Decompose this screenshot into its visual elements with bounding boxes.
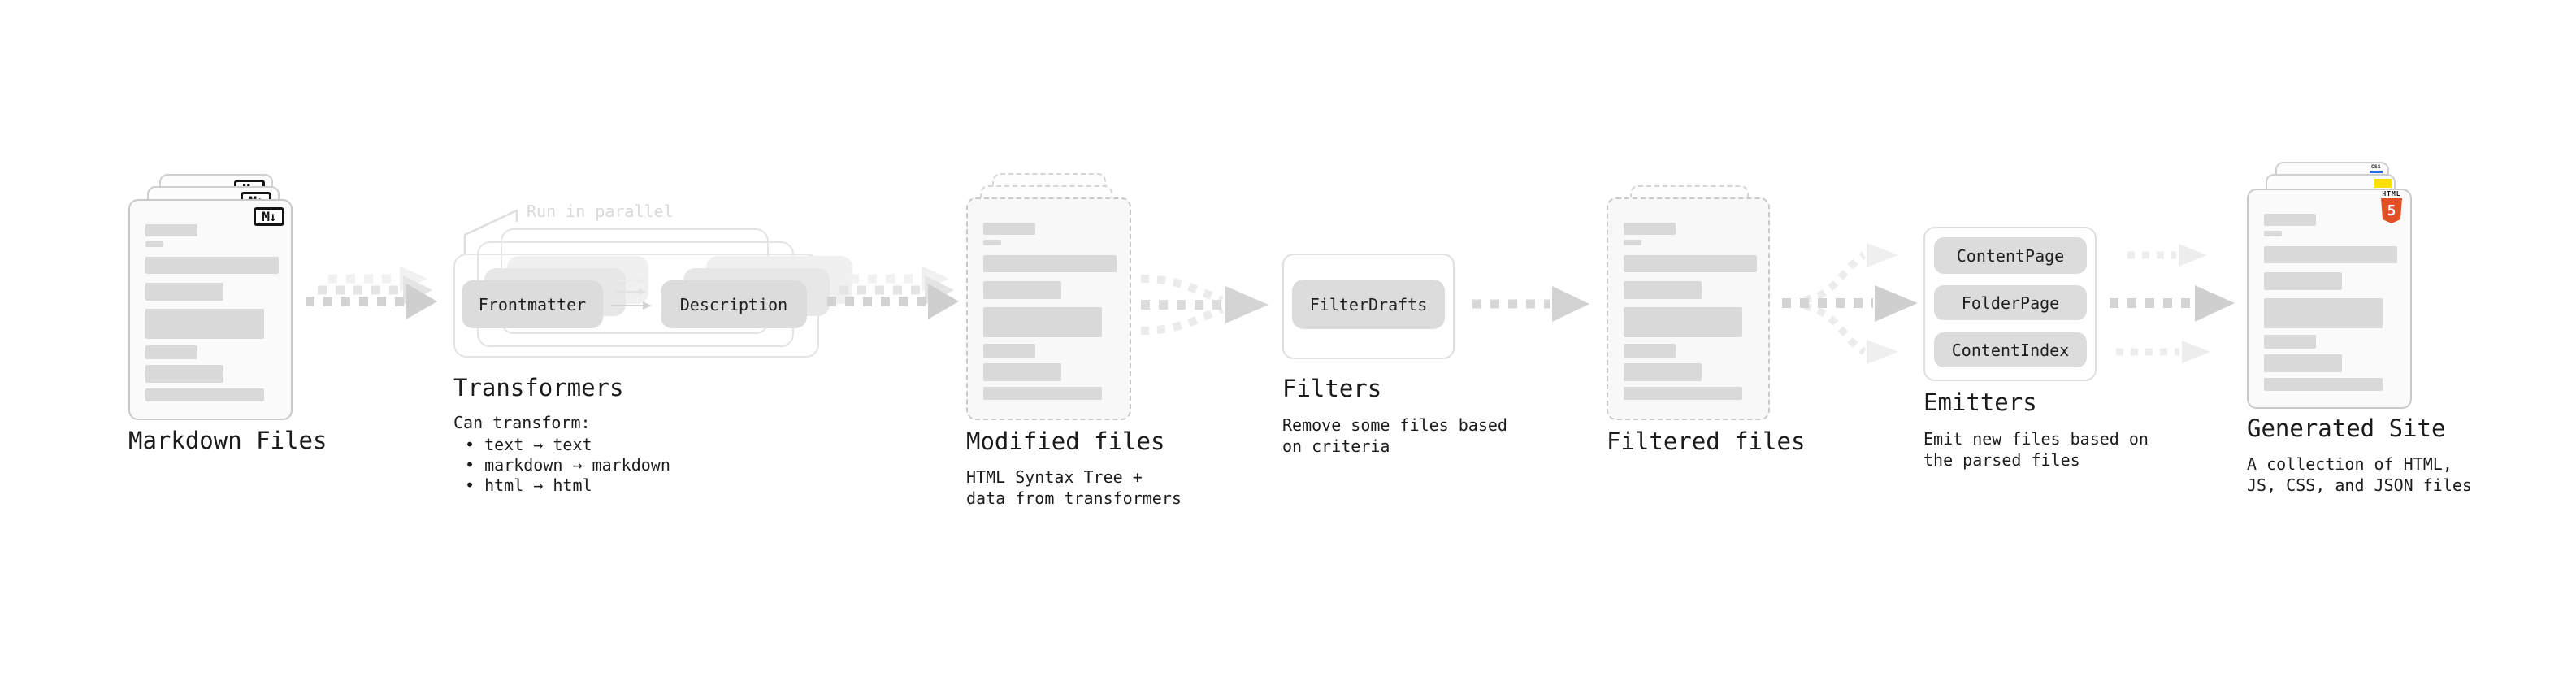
skeleton-bar — [983, 281, 1061, 299]
folderpage-pill: FolderPage — [1934, 285, 2087, 320]
skeleton-bar — [145, 283, 223, 301]
skeleton-bar — [145, 224, 197, 236]
generated-site-caption: A collection of HTML,JS, CSS, and JSON f… — [2247, 454, 2472, 495]
contentindex-pill: ContentIndex — [1934, 332, 2087, 367]
transformers-bullets: • text → text• markdown → markdown• html… — [465, 435, 670, 495]
skeleton-bar — [145, 241, 163, 247]
stage-title-transformers: Transformers — [453, 374, 624, 401]
skeleton-bar — [145, 257, 279, 274]
stage-title-modified-files: Modified files — [966, 427, 1165, 455]
document-skeleton — [2264, 214, 2397, 391]
modified-files-caption: HTML Syntax Tree +data from transformers — [966, 467, 1182, 508]
skeleton-bar — [2264, 378, 2383, 391]
skeleton-bar — [2264, 214, 2316, 226]
document-skeleton — [145, 224, 279, 401]
html5-file-icon: HTML 5 — [2379, 191, 2404, 223]
skeleton-bar — [1624, 255, 1757, 272]
skeleton-bar — [1624, 387, 1742, 400]
skeleton-bar — [983, 307, 1102, 337]
skeleton-bar — [983, 255, 1117, 272]
flow-arrow-transformers-to-modified — [827, 266, 959, 319]
pill-transform-arrows — [611, 277, 652, 310]
filtered-doc-front — [1607, 197, 1770, 420]
stage-title-filters: Filters — [1282, 375, 1382, 402]
skeleton-bar — [1624, 344, 1676, 358]
run-in-parallel-annotation: Run in parallel — [527, 202, 674, 221]
stage-title-generated-site: Generated Site — [2247, 414, 2446, 442]
stage-title-filtered-files: Filtered files — [1607, 427, 1806, 455]
description-pill: Description — [661, 280, 807, 328]
flow-arrow-markdown-to-transformers — [306, 266, 437, 319]
skeleton-bar — [2264, 354, 2342, 372]
css-file-icon: CSS — [2370, 165, 2383, 173]
skeleton-bar — [1624, 223, 1676, 235]
skeleton-bar — [983, 387, 1102, 400]
skeleton-bar — [145, 388, 264, 401]
skeleton-bar — [2264, 298, 2383, 328]
stage-title-markdown-files: Markdown Files — [128, 427, 327, 454]
skeleton-bar — [983, 363, 1061, 381]
skeleton-bar — [145, 309, 264, 339]
skeleton-bar — [2264, 231, 2282, 236]
skeleton-bar — [983, 223, 1035, 235]
markdown-icon: M↓ — [254, 207, 284, 226]
skeleton-bar — [1624, 363, 1702, 381]
modified-doc-front — [966, 197, 1131, 420]
site-doc-front — [2247, 189, 2412, 409]
skeleton-bar — [145, 345, 197, 359]
skeleton-bar — [1624, 240, 1641, 245]
contentpage-pill: ContentPage — [1934, 237, 2087, 274]
flow-arrow-emitters-to-site — [2110, 244, 2235, 363]
skeleton-bar — [145, 365, 223, 383]
skeleton-bar — [2264, 272, 2342, 290]
frontmatter-pill: Frontmatter — [462, 280, 603, 328]
skeleton-bar — [2264, 246, 2397, 263]
markdown-doc-front — [128, 199, 293, 420]
stage-title-emitters: Emitters — [1923, 388, 2037, 416]
run-in-parallel-callout-line — [463, 209, 518, 254]
document-skeleton — [983, 223, 1117, 400]
skeleton-bar — [1624, 307, 1742, 337]
skeleton-bar — [983, 344, 1035, 358]
filterdrafts-pill: FilterDrafts — [1292, 280, 1445, 329]
flow-arrow-filters-to-filtered — [1472, 286, 1589, 322]
skeleton-bar — [2264, 335, 2316, 349]
skeleton-bar — [983, 240, 1001, 245]
flow-arrow-filtered-to-emitters — [1782, 243, 1918, 364]
js-file-icon — [2374, 179, 2392, 188]
flow-arrow-modified-to-filters — [1140, 275, 1268, 335]
skeleton-bar — [1624, 281, 1702, 299]
transformers-caption: Can transform: — [453, 413, 591, 432]
document-skeleton — [1624, 223, 1757, 400]
